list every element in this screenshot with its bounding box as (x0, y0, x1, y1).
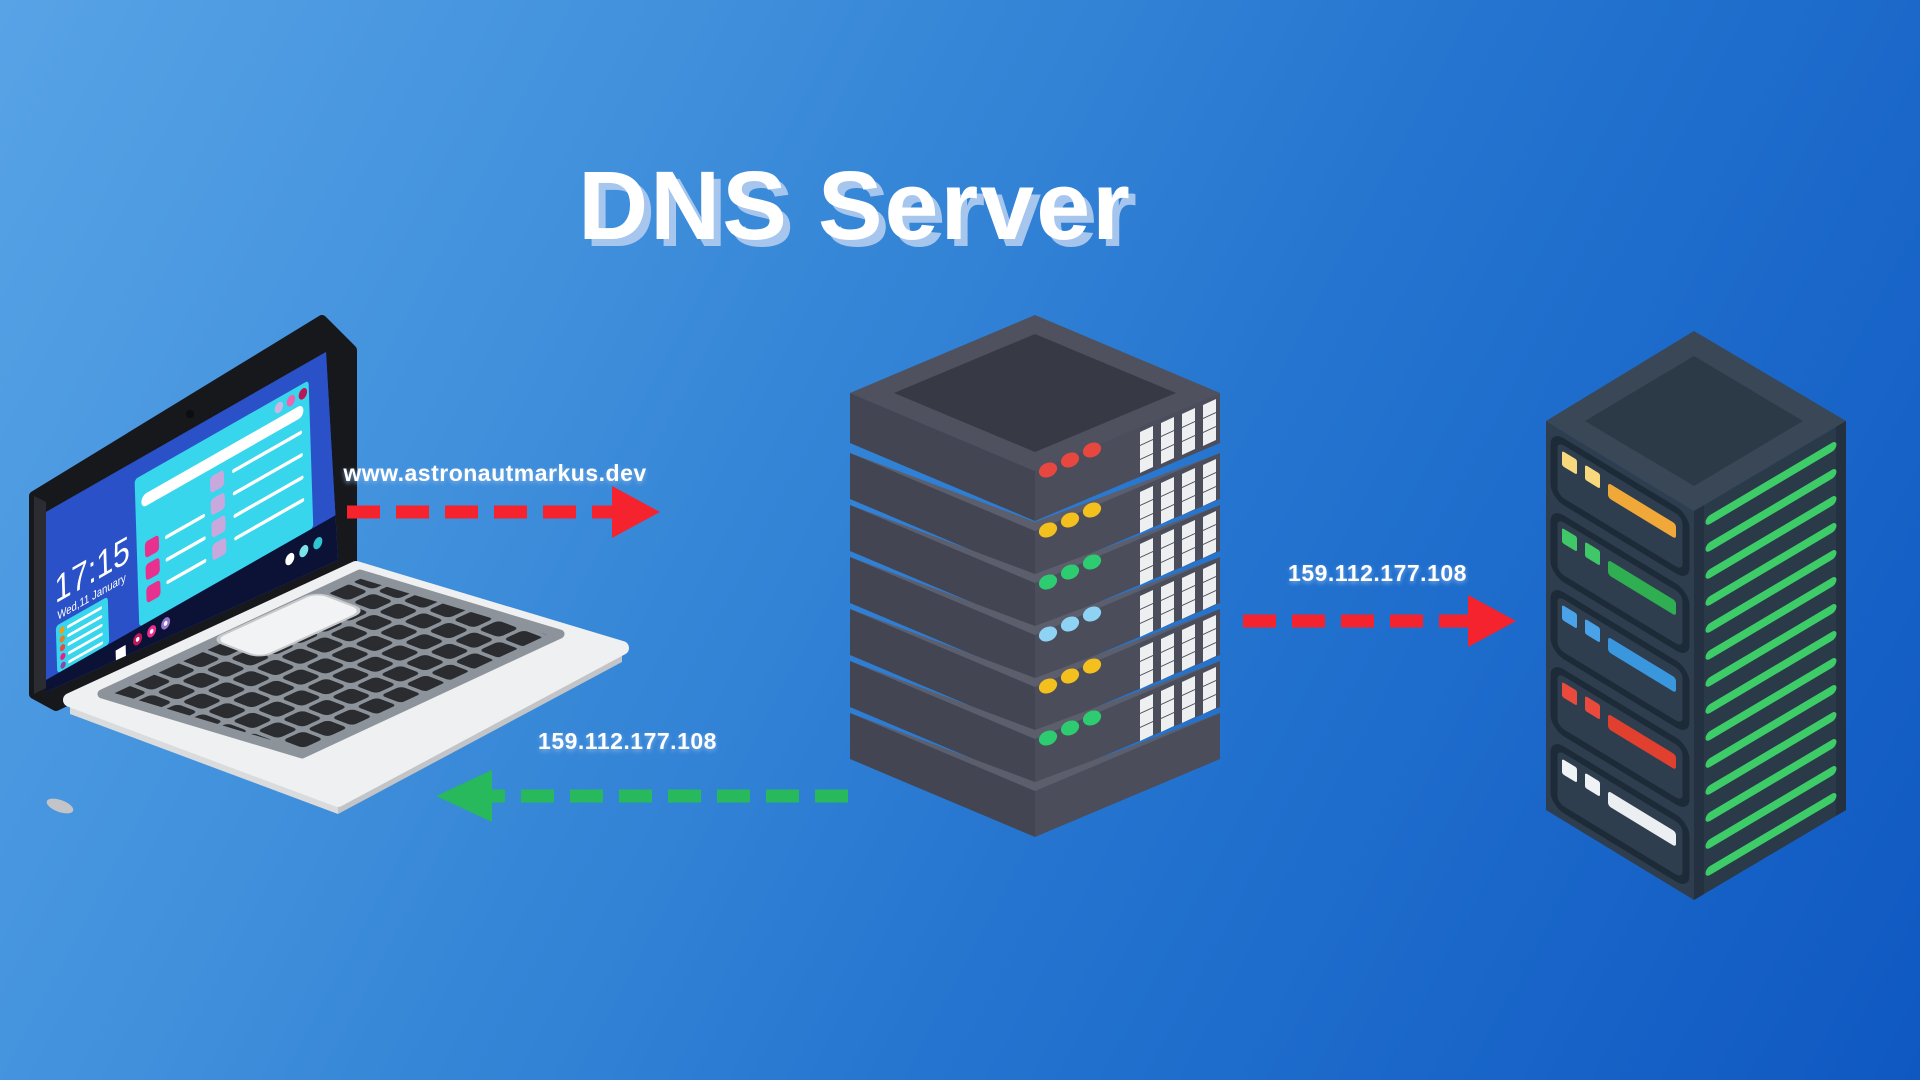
laptop-foot (46, 798, 74, 814)
resolve-arrow (1243, 595, 1516, 647)
address-bar (141, 406, 304, 507)
resolve-ip-label: 159.112.177.108 (1288, 560, 1467, 586)
screen-window (134, 381, 314, 626)
rack-unit-yellow (1550, 436, 1690, 576)
rack-top-inset (1585, 356, 1803, 486)
laptop-lid-edge (34, 496, 46, 694)
request-arrowhead-icon (612, 486, 660, 538)
rack-unit-blue (1550, 590, 1690, 730)
response-ip-label: 159.112.177.108 (538, 728, 717, 754)
resolve-arrowhead-icon (1468, 595, 1516, 647)
response-arrow (436, 770, 848, 822)
window-dot-close (298, 388, 308, 400)
rack-unit-green (1550, 513, 1690, 653)
rack-units (1550, 436, 1690, 884)
rack-unit-red (1550, 667, 1690, 807)
trackpad (216, 593, 361, 657)
request-arrow (347, 486, 660, 538)
rack-vent (1694, 421, 1846, 900)
page-title: DNS Server (578, 150, 1132, 260)
request-domain-label: www.astronautmarkus.dev (343, 460, 647, 486)
dns-server-icon (850, 315, 1220, 837)
webcam-icon (186, 410, 194, 418)
response-arrowhead-icon (436, 770, 492, 822)
web-server-icon (1546, 331, 1846, 900)
dns-top-inset (894, 334, 1176, 452)
window-dot-minimize (274, 401, 284, 414)
laptop-icon: 17:15 Wed,11 January (29, 315, 629, 814)
window-dot-maximize (286, 394, 296, 407)
screen-side-panel (55, 597, 110, 673)
rack-unit-white (1550, 744, 1690, 884)
